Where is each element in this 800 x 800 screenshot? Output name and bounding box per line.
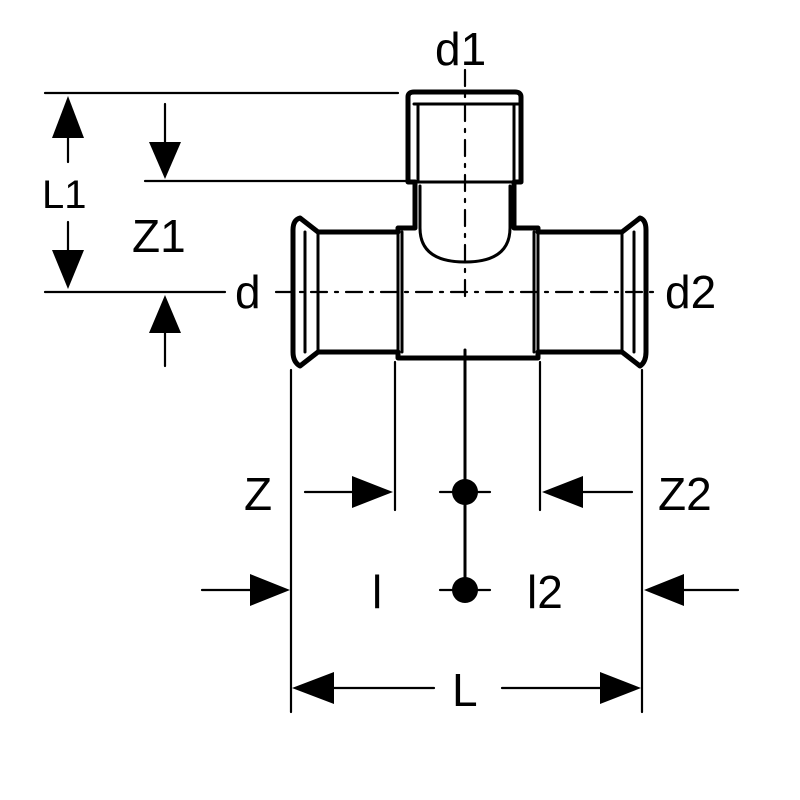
dimension-l2: l2 [527, 566, 740, 618]
L-arrow-right [600, 672, 641, 704]
label-Z2: Z2 [658, 468, 712, 520]
l2-arrow [644, 574, 684, 606]
Z1-arrow-bottom [149, 295, 181, 333]
label-d2: d2 [665, 266, 716, 318]
tee-fitting [290, 89, 649, 369]
label-l: l [372, 566, 382, 618]
l-arrow [250, 574, 290, 606]
Z1-arrow-top [149, 142, 181, 179]
dimension-Z2: Z2 [542, 468, 712, 520]
L-arrow-left [292, 672, 334, 704]
dimension-l: l [200, 566, 382, 618]
L1-arrow-top [52, 96, 84, 138]
dimension-Z: Z [244, 468, 393, 520]
dimension-L: L [292, 664, 641, 716]
label-Z1: Z1 [132, 210, 186, 262]
dimension-Z1: Z1 [132, 102, 186, 368]
dimension-L1: L1 [42, 96, 87, 289]
label-l2: l2 [527, 566, 563, 618]
branch-socket-inner [412, 102, 523, 184]
Z-arrow [352, 476, 393, 508]
label-Z: Z [244, 468, 272, 520]
label-d: d [235, 266, 261, 318]
main-run-outline [290, 89, 649, 369]
label-L1: L1 [42, 173, 87, 217]
Z2-arrow [542, 476, 583, 508]
L1-arrow-bottom [52, 250, 84, 289]
extension-lines [43, 91, 644, 714]
centerlines [274, 68, 662, 598]
label-d1: d1 [435, 23, 486, 75]
label-L: L [452, 664, 478, 716]
